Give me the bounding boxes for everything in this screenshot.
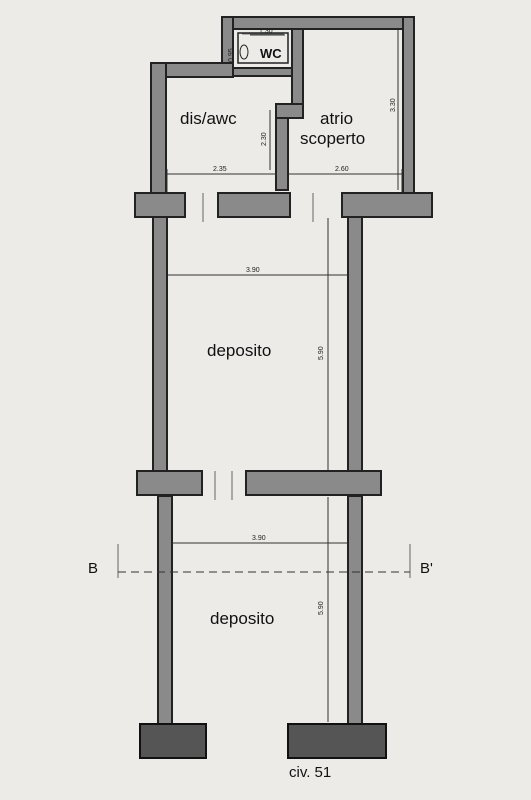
wall-right-lower bbox=[347, 495, 363, 727]
dim-deposito-lower-width: 3.90 bbox=[252, 535, 266, 542]
wall-bottom bbox=[139, 723, 387, 759]
wall-bottom-right bbox=[287, 723, 387, 759]
dimension-lines bbox=[166, 30, 403, 722]
wall-partition-upper bbox=[291, 28, 304, 110]
room-label-wc: WC bbox=[260, 46, 282, 61]
wall-partition-jog bbox=[275, 103, 304, 119]
wall-bottom-left bbox=[139, 723, 207, 759]
dim-wc-depth: 0.95 bbox=[228, 48, 235, 62]
dim-deposito-upper-width: 3.90 bbox=[246, 267, 260, 274]
wc-room-outline bbox=[237, 32, 289, 64]
wall-band2-left bbox=[136, 470, 203, 496]
wall-right-upper bbox=[347, 216, 363, 474]
wall-partition-lower bbox=[275, 117, 289, 191]
wall-right-top bbox=[402, 16, 415, 196]
wall-band1-right bbox=[341, 192, 433, 218]
address-label: civ. 51 bbox=[289, 764, 331, 781]
dim-atrio-width: 2.60 bbox=[335, 166, 349, 173]
dim-dis-width: 2.35 bbox=[213, 166, 227, 173]
wall-band1-mid bbox=[217, 192, 291, 218]
wc-fixtures bbox=[237, 32, 289, 64]
room-label-dis-awc: dis/awc bbox=[180, 109, 237, 128]
dim-dis-depth: 2.30 bbox=[261, 132, 268, 146]
top-walls bbox=[150, 16, 415, 196]
section-label-left: B bbox=[88, 560, 98, 577]
dim-atrio-depth: 3.30 bbox=[390, 98, 397, 112]
dim-deposito-upper-depth: 5.90 bbox=[318, 346, 325, 360]
wall-band1-left bbox=[134, 192, 186, 218]
wall-dis-left bbox=[150, 62, 167, 196]
room-label-deposito-upper: deposito bbox=[207, 341, 271, 360]
wall-band2-right bbox=[245, 470, 382, 496]
section-line: B B' bbox=[88, 544, 433, 578]
room-label-atrio-1: atrio bbox=[320, 109, 353, 128]
section-label-right: B' bbox=[420, 560, 433, 577]
wall-top bbox=[221, 16, 415, 30]
wall-wc-bottom bbox=[232, 67, 294, 77]
wall-band-1 bbox=[134, 192, 433, 222]
wall-band-2 bbox=[136, 470, 382, 500]
wall-left-lower bbox=[157, 495, 173, 727]
room-label-atrio-2: scoperto bbox=[300, 129, 365, 148]
wall-left-upper bbox=[152, 216, 168, 474]
room-label-deposito-lower: deposito bbox=[210, 609, 274, 628]
dim-wc-width: 1.30 bbox=[259, 28, 273, 35]
dim-deposito-lower-depth: 5.90 bbox=[318, 601, 325, 615]
